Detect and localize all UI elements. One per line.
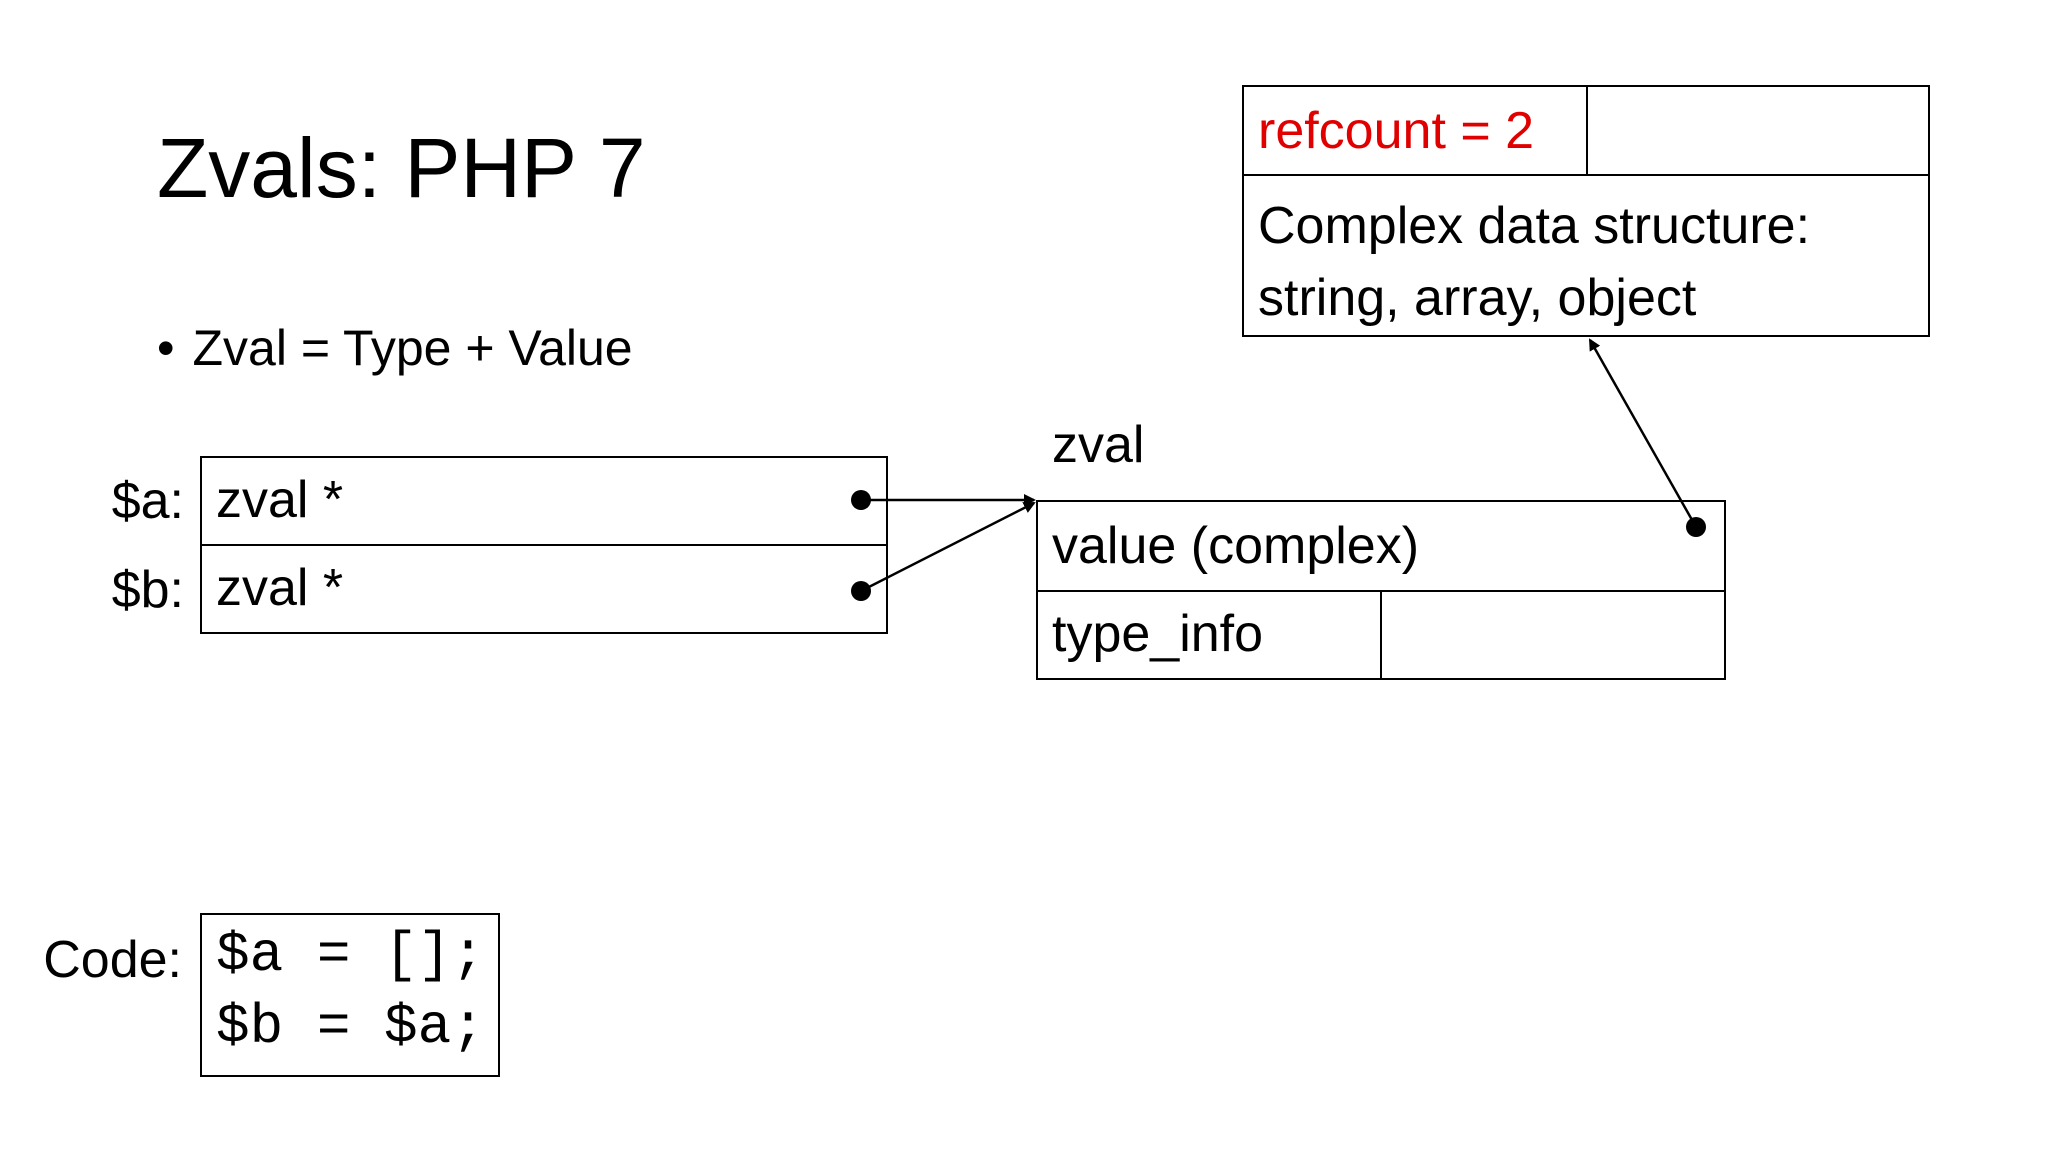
slide-title: Zvals: PHP 7 — [157, 121, 646, 215]
zval-label: zval — [1052, 416, 1145, 474]
pointer-cell-a: zval * — [202, 458, 886, 546]
zval-box: value (complex) type_info — [1036, 500, 1726, 680]
pointer-table: zval * zval * — [200, 456, 888, 634]
zval-value-arrow — [1588, 338, 1698, 528]
code-line-2: $b = $a; — [216, 995, 485, 1059]
var-a-label: $a: — [111, 472, 184, 530]
zval-type-cell: type_info — [1038, 592, 1382, 678]
zval-value-cell: value (complex) — [1038, 502, 1724, 592]
pointer-cell-b-text: zval * — [216, 559, 344, 617]
complex-box: refcount = 2 Complex data structure: str… — [1242, 85, 1930, 337]
code-box: $a = []; $b = $a; — [200, 913, 500, 1077]
bullet-item: • Zval = Type + Value — [157, 316, 633, 380]
bullet-text: Zval = Type + Value — [192, 320, 633, 376]
pointer-cell-b: zval * — [202, 546, 886, 632]
bullet-dot-icon: • — [157, 320, 175, 376]
refcount-text: refcount = 2 — [1258, 102, 1535, 160]
complex-description-line1: Complex data structure: — [1258, 197, 1811, 255]
code-label: Code: — [43, 931, 182, 989]
refcount-cell: refcount = 2 — [1244, 87, 1588, 176]
zval-value-text: value (complex) — [1052, 517, 1420, 575]
zval-type-empty-cell — [1382, 592, 1724, 678]
complex-description: Complex data structure: string, array, o… — [1244, 176, 1928, 335]
complex-description-line2: string, array, object — [1258, 269, 1697, 327]
var-b-label: $b: — [111, 561, 184, 619]
refcount-empty-cell — [1588, 87, 1928, 176]
code-line-1: $a = []; — [216, 923, 485, 987]
zval-type-text: type_info — [1052, 605, 1264, 663]
pointer-cell-a-text: zval * — [216, 471, 344, 529]
